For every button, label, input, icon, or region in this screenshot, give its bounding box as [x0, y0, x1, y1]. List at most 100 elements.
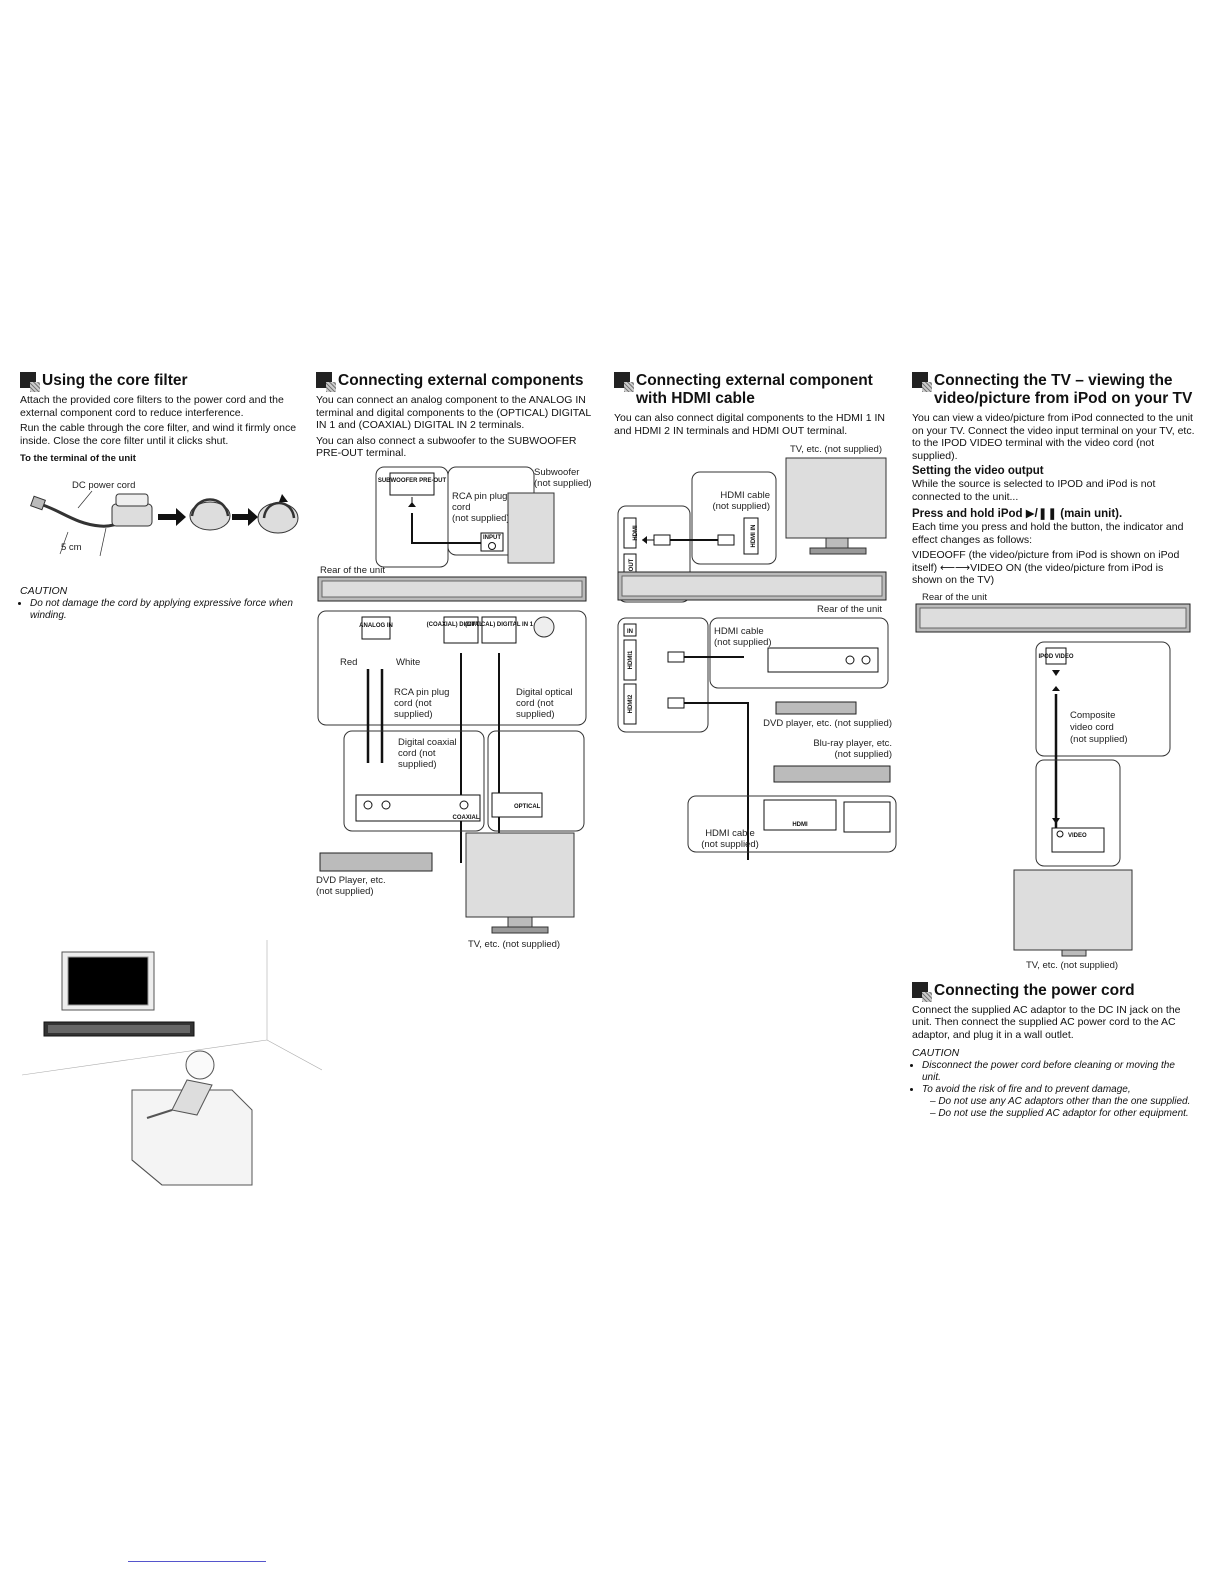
label-digital-optical-1: Digital optical: [516, 687, 573, 698]
label-tv: TV, etc. (not supplied): [790, 444, 882, 455]
tv-icon: [1013, 869, 1133, 956]
label-bluray-1: Blu-ray player, etc.: [813, 738, 892, 749]
optical-jack-label: OPTICAL: [514, 804, 541, 810]
core-filter-paragraph-1: Attach the provided core filters to the …: [20, 394, 284, 419]
label-dvd: DVD player, etc. (not supplied): [763, 718, 892, 729]
analog-in-label: ANALOG IN: [359, 623, 393, 629]
tv-ipod-paragraph-2: While the source is selected to IPOD and…: [912, 478, 1156, 503]
ipod-video-jack-label: IPOD VIDEO: [1038, 654, 1073, 660]
label-hdmi-cable: HDMI cable: [720, 490, 770, 501]
label-tv: TV, etc. (not supplied): [1026, 960, 1118, 970]
tv-ipod-paragraph-1: You can view a video/picture from iPod c…: [912, 412, 1195, 462]
label-dvd-player: DVD Player, etc.: [316, 875, 386, 886]
label-rear-of-unit: Rear of the unit: [320, 565, 385, 576]
power-caution-list: Disconnect the power cord before cleanin…: [912, 1060, 1196, 1120]
label-subwoofer-not-supplied: (not supplied): [534, 478, 592, 489]
section-marker-icon: [20, 372, 40, 392]
external-paragraph-2: You can also connect a subwoofer to the …: [316, 434, 577, 460]
input-jack-label: INPUT: [483, 535, 501, 541]
hdmi-diagram: TV, etc. (not supplied) HDMI OUT HDMI ca…: [617, 444, 897, 860]
external-components-diagram: SUBWOOFER PRE-OUT RCA pin plug cord (not…: [316, 466, 592, 950]
hdmi-out-label: HDMI: [633, 525, 639, 541]
hdmi-jack-label: HDMI: [792, 822, 808, 828]
label-dc-power-cord: DC power cord: [72, 480, 135, 491]
label-white: White: [396, 657, 420, 668]
label-rear-of-unit: Rear of the unit: [817, 604, 882, 615]
section-external-components: Connecting external components You can c…: [316, 372, 600, 953]
label-bluray-2: (not supplied): [834, 749, 892, 760]
label-rca-pin-plug: RCA pin plug: [452, 491, 507, 502]
label-not-supplied: (not supplied): [452, 513, 510, 524]
link-underline: [128, 1561, 266, 1562]
label-hdmi-cable-2: HDMI cable: [714, 626, 764, 637]
label-not-supplied-3: (not supplied): [701, 839, 759, 850]
optical-plug-icon: [533, 616, 555, 637]
power-caution-item: Disconnect the power cord before cleanin…: [922, 1060, 1196, 1084]
person-icon: [146, 1050, 215, 1119]
label-not-supplied-2: (not supplied): [714, 637, 772, 648]
label-digital-coaxial-1: Digital coaxial: [398, 737, 457, 748]
caution-title: CAUTION: [20, 585, 68, 597]
section-marker-icon: [912, 372, 932, 392]
label-rear-of-unit: Rear of the unit: [922, 592, 987, 603]
tv-icon: [465, 832, 575, 933]
dvd-player-icon: [319, 852, 433, 871]
power-paragraph-1: Connect the supplied AC adaptor to the D…: [912, 1003, 1181, 1041]
coaxial-jack-label: COAXIAL: [453, 815, 480, 821]
optical-in1-label: (OPTICAL) DIGITAL IN 1: [465, 622, 534, 628]
dvd-player-icon: [775, 701, 857, 715]
core-filter-wound-icon: [189, 498, 231, 531]
label-not-supplied: (not supplied): [712, 501, 770, 512]
subwoofer-icon: [507, 492, 555, 563]
caution-list: Do not damage the cord by applying expre…: [20, 598, 302, 622]
label-composite-1: Composite: [1070, 710, 1115, 721]
tv-ipod-diagram: Rear of the unit IPOD VIDEO Composite vi…: [915, 592, 1191, 970]
label-5cm: 5 cm: [61, 542, 82, 553]
caution-item: Do not damage the cord by applying expre…: [30, 598, 302, 622]
external-paragraph-1: You can connect an analog component to t…: [316, 394, 591, 431]
soundbar-icon: [43, 1021, 195, 1037]
hdmi-paragraph-1: You can also connect digital components …: [614, 412, 886, 437]
core-filter-paragraph-2: Run the cable through the core filter, a…: [20, 422, 297, 447]
label-rca-cord-2: cord (not: [394, 698, 432, 709]
hdmi1-label: HDMI1: [628, 650, 634, 669]
press-and-hold-heading: Press and hold iPod ▶/❚❚ (main unit).: [912, 508, 1123, 520]
arrow-right-icon: [158, 508, 186, 526]
bluray-player-icon: [773, 765, 891, 783]
core-filter-open-icon: [111, 493, 153, 527]
setting-video-output-heading: Setting the video output: [912, 465, 1044, 477]
hdmi2-label: HDMI2: [628, 694, 634, 713]
video-jack-label: VIDEO: [1068, 833, 1087, 839]
section-title-external: Connecting external components: [316, 372, 600, 392]
subwoofer-jack-label: SUBWOOFER PRE-OUT: [378, 478, 447, 484]
label-digital-optical-3: supplied): [516, 709, 555, 720]
out-label: OUT: [629, 558, 635, 571]
arrow-right-icon: [232, 508, 258, 526]
label-cord: cord: [452, 502, 470, 513]
core-filter-subheading: To the terminal of the unit: [20, 453, 136, 464]
in-label: IN: [627, 629, 633, 635]
coaxial-in2-label: (COAXIAL) DIGITAL IN 2: [427, 622, 496, 628]
label-dvd-not-supplied: (not supplied): [316, 886, 374, 897]
living-room-illustration: [22, 940, 322, 1186]
section-title-power-cord: Connecting the power cord: [912, 981, 1196, 1002]
label-composite-3: (not supplied): [1070, 734, 1128, 745]
hdmi-in-label: HDMI IN: [751, 525, 757, 548]
core-filter-closed-icon: [257, 494, 299, 534]
label-rca-cord-1: RCA pin plug: [394, 687, 449, 698]
power-caution-title: CAUTION: [912, 1047, 960, 1059]
label-hdmi-cable-3: HDMI cable: [705, 828, 755, 839]
section-core-filter: Using the core filter Attach the provide…: [20, 372, 302, 622]
label-composite-2: video cord: [1070, 722, 1114, 733]
label-rca-cord-3: supplied): [394, 709, 433, 720]
section-marker-icon: [316, 372, 336, 392]
power-caution-item: To avoid the risk of fire and to prevent…: [922, 1084, 1196, 1120]
label-digital-coaxial-2: cord (not: [398, 748, 436, 759]
label-digital-optical-2: cord (not: [516, 698, 554, 709]
tv-ipod-paragraph-3: Each time you press and hold the button,…: [912, 521, 1184, 546]
core-filter-diagram: DC power cord 5 cm: [30, 480, 299, 557]
label-tv: TV, etc. (not supplied): [468, 939, 560, 950]
